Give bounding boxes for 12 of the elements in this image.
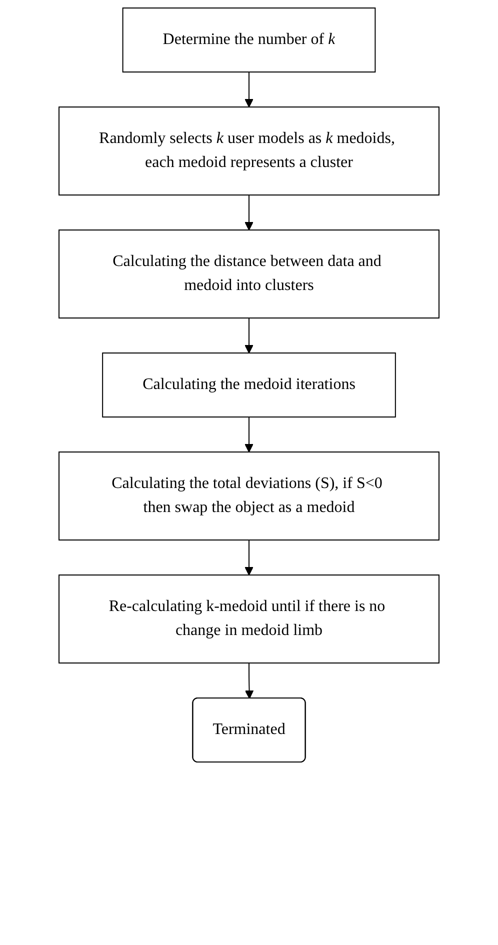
node-box: Calculating the medoid iterations [102, 352, 396, 418]
arrow [244, 416, 254, 452]
arrow [244, 72, 254, 108]
node-box: Re-calculating k-medoid until if there is no change in medoid limb [58, 574, 440, 664]
node-box: Randomly selects k user models as k medoids, each medoid represents a cluster [58, 106, 440, 196]
node-box: Calculating the total deviations (S), if S<0 then swap the object as a medoid [58, 452, 440, 540]
arrow [244, 194, 254, 230]
arrow [244, 662, 254, 699]
arrow [244, 540, 254, 576]
arrow [244, 318, 254, 354]
node-box: Determine the number of k [122, 8, 376, 72]
node-box: Calculating the distance between data and medoid into clusters [58, 230, 440, 318]
